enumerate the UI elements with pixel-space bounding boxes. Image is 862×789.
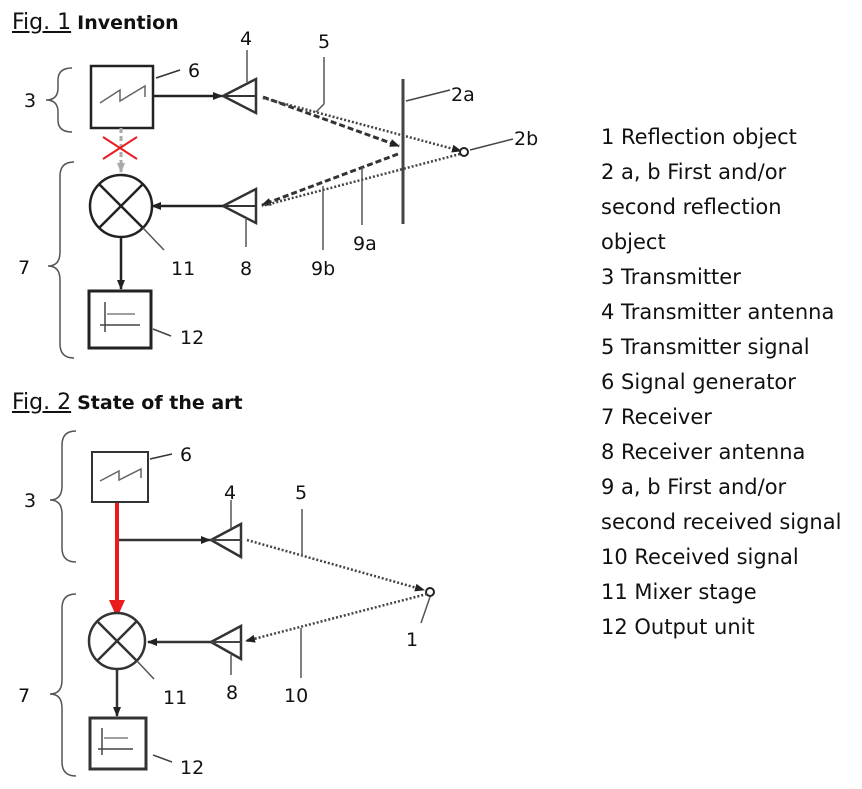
fig2-label-reflection-object: 1 xyxy=(406,629,418,651)
fig2-transmitter-antenna xyxy=(208,521,243,560)
fig1-label-received-signal-b: 9b xyxy=(311,258,335,280)
fig1-mixer xyxy=(88,173,154,239)
fig2-label-signal-generator: 6 xyxy=(180,444,192,466)
fig2-diagram: 3 6 4 5 1 10 xyxy=(18,430,435,779)
fig2-reflection-object xyxy=(425,587,435,597)
fig1-label-mixer: 11 xyxy=(171,258,195,280)
legend-item: second received signal xyxy=(601,510,842,534)
fig2-label-output-unit: 12 xyxy=(180,757,204,779)
fig1-label-reflection-a: 2a xyxy=(451,84,475,106)
fig2-subtitle: State of the art xyxy=(77,392,243,414)
fig2-receiver-antenna xyxy=(208,623,243,662)
fig1-label-output-unit: 12 xyxy=(180,327,204,349)
fig1-receiver-antenna xyxy=(220,186,258,226)
fig1-rx-signal-b-dotted xyxy=(261,152,461,208)
fig1-label-receiver: 7 xyxy=(18,257,30,279)
legend-item: 12 Output unit xyxy=(601,615,755,639)
legend-item: 6 Signal generator xyxy=(601,370,796,394)
sawtooth-icon xyxy=(99,84,146,104)
fig2-output-unit xyxy=(88,716,148,771)
fig2-label-transmitter-signal: 5 xyxy=(295,482,307,504)
legend-item: second reflection xyxy=(601,195,782,219)
legend-item: 3 Transmitter xyxy=(601,265,741,289)
fig2-label-receiver: 7 xyxy=(18,685,30,707)
fig1-signal-generator xyxy=(89,64,155,130)
sawtooth-icon xyxy=(99,467,142,482)
fig2-signal-generator xyxy=(91,451,149,503)
fig1-transmitter-brace xyxy=(45,67,73,133)
fig1-label-receiver-antenna: 8 xyxy=(240,258,252,280)
fig2-number: Fig. 2 xyxy=(12,390,72,415)
fig1-transmitter-antenna xyxy=(220,76,258,116)
legend-item: 4 Transmitter antenna xyxy=(601,300,835,324)
fig2-tx-signal xyxy=(246,538,425,592)
fig2-label-received-signal: 10 xyxy=(284,685,308,707)
fig1-diagram: 3 6 4 5 2a 2b 9a xyxy=(18,28,538,359)
fig2-label-receiver-antenna: 8 xyxy=(226,682,238,704)
fig2-label-transmitter: 3 xyxy=(24,490,36,512)
fig2-rx-signal xyxy=(245,592,428,643)
fig1-label-transmitter: 3 xyxy=(24,90,36,112)
fig1-reflection-object-b xyxy=(459,147,469,157)
fig1-subtitle: Invention xyxy=(77,12,179,34)
fig1-number: Fig. 1 xyxy=(12,10,72,35)
legend-item: 7 Receiver xyxy=(601,405,712,429)
legend-item: 8 Receiver antenna xyxy=(601,440,806,464)
fig2-label-transmitter-antenna: 4 xyxy=(224,482,236,504)
legend-item: 2 a, b First and/or xyxy=(601,160,787,184)
fig1-tx-signal-dotted xyxy=(262,96,462,153)
fig1-label-received-signal-a: 9a xyxy=(353,233,377,255)
legend-item: 1 Reflection object xyxy=(601,125,797,149)
fig1-label-transmitter-antenna: 4 xyxy=(240,28,252,50)
fig2-receiver-brace xyxy=(49,593,77,777)
legend-item: 9 a, b First and/or xyxy=(601,475,787,499)
fig1-receiver-brace xyxy=(47,161,75,359)
fig1-tx-signal-dashed xyxy=(262,95,400,148)
fig1-rx-signal-a-dashed xyxy=(261,152,399,207)
legend-item: object xyxy=(601,230,666,254)
spectrum-icon xyxy=(100,302,140,332)
fig2-label-mixer: 11 xyxy=(163,687,187,709)
legend-item: 10 Received signal xyxy=(601,545,799,569)
legend-item: 5 Transmitter signal xyxy=(601,335,810,359)
fig2-transmitter-brace xyxy=(49,430,77,563)
legend-item: 11 Mixer stage xyxy=(601,580,757,604)
spectrum-icon xyxy=(98,728,133,755)
fig1-label-reflection-b: 2b xyxy=(514,128,538,150)
fig1-output-unit xyxy=(87,289,153,350)
fig1-label-signal-generator: 6 xyxy=(188,60,200,82)
blocked-x-icon xyxy=(102,136,138,160)
fig2-mixer xyxy=(87,611,147,671)
fig1-label-transmitter-signal: 5 xyxy=(318,31,330,53)
legend: 1 Reflection object 2 a, b First and/or … xyxy=(601,120,841,645)
